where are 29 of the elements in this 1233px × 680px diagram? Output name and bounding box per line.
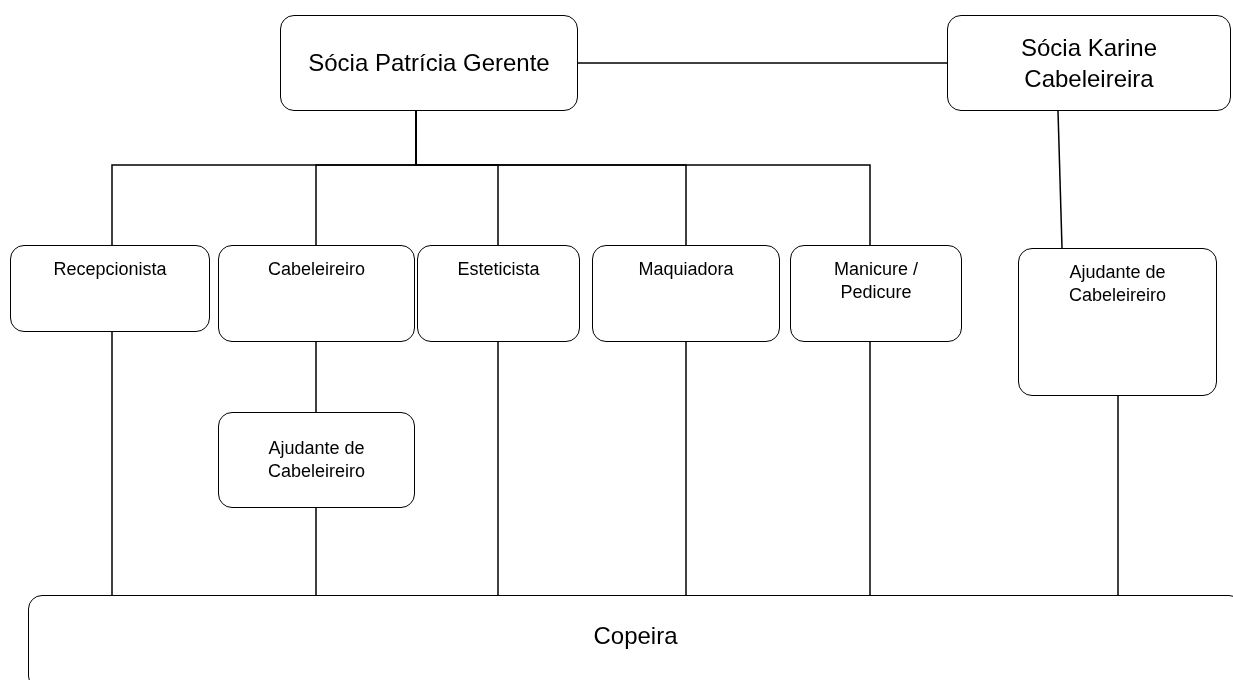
position-box [10,245,210,332]
position-box [592,245,780,342]
connector-line [315,341,317,413]
position-title: Ajudante de Cabeleireiro [266,436,367,483]
position-box [218,245,415,342]
position-title: Maquiadora [638,258,734,281]
position-box [280,15,578,111]
position-box [1018,248,1217,396]
connector-line [1117,395,1119,596]
connector-line [685,341,687,596]
position-title: Copeira [593,621,678,651]
connector-line [497,341,499,596]
connector-line [111,331,113,596]
position-title: Cabeleireiro [267,258,366,281]
position-box [417,245,580,342]
position-title: Recepcionista [53,258,167,281]
position-box [218,412,415,508]
position-title: Sócia Patrícia Gerente [308,48,550,79]
position-box [947,15,1231,111]
position-box [28,595,1233,680]
position-box [790,245,962,342]
connector-line [1057,110,1063,249]
connector-line [869,341,871,596]
connector-line [577,62,948,64]
connector-line [315,507,317,596]
position-title: Ajudante de Cabeleireiro [1067,261,1168,308]
position-title: Sócia Karine Cabeleireira [1019,32,1159,94]
position-title: Manicure / Pedicure [832,258,919,305]
position-title: Esteticista [457,258,540,281]
